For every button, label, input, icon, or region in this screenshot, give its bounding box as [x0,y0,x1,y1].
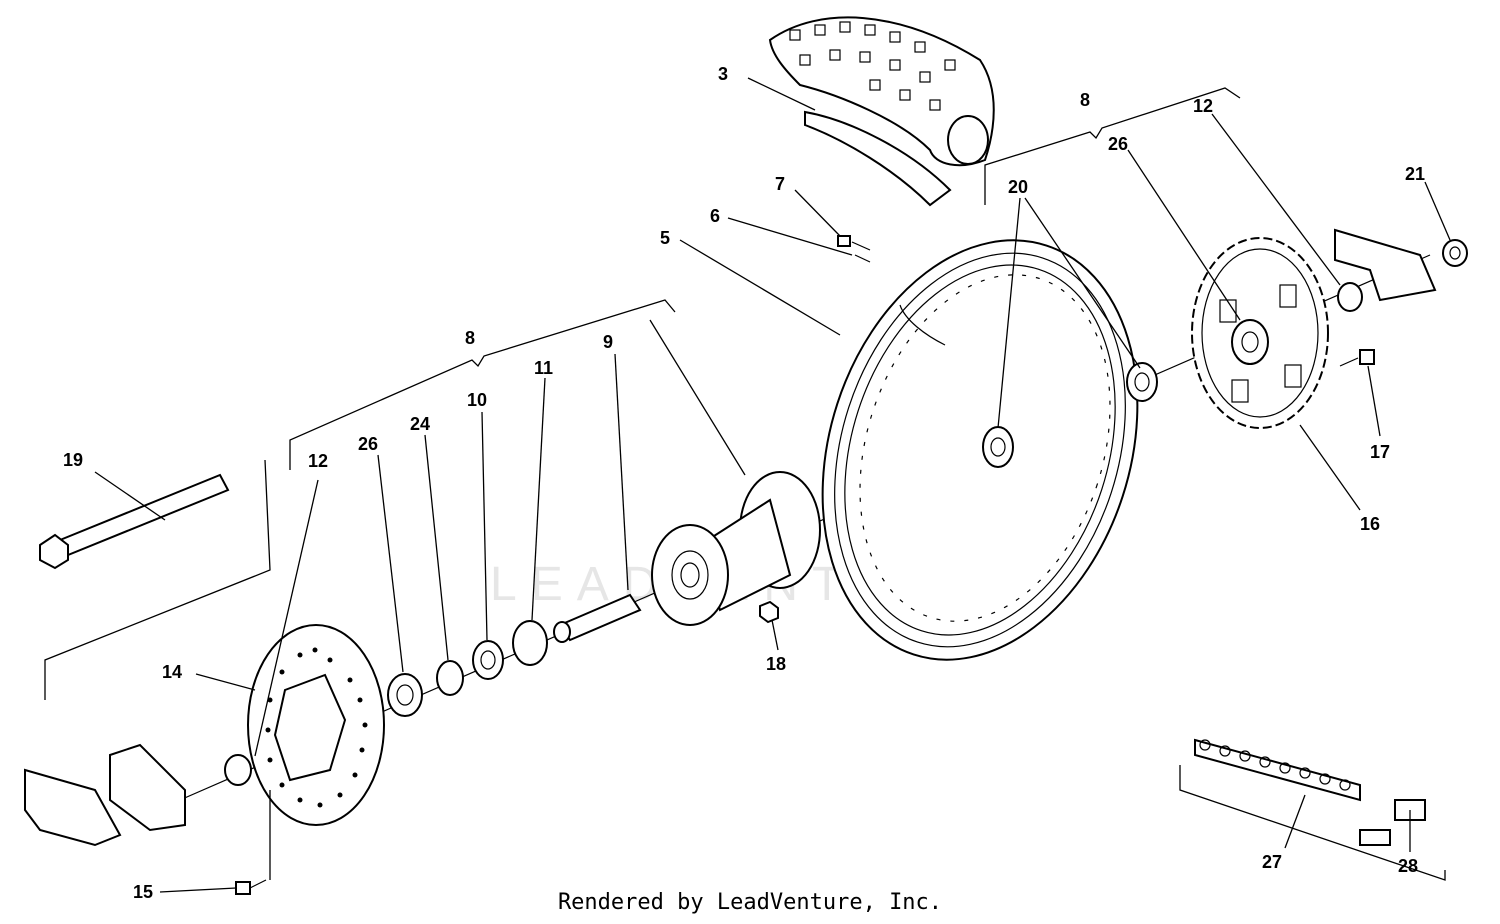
callout-7: 7 [775,174,785,194]
callout-26-left: 26 [358,434,378,454]
callout-8-left: 8 [465,328,475,348]
sprocket-bolt[interactable] [1339,349,1375,367]
sprocket[interactable] [1191,237,1329,429]
hub[interactable] [651,471,821,626]
callout-11: 11 [534,358,553,378]
callout-16: 16 [1360,514,1380,534]
callout-3: 3 [718,64,728,84]
callout-17: 17 [1370,442,1390,462]
hub-nut[interactable] [759,600,779,624]
axle[interactable] [39,473,230,570]
callout-10: 10 [467,390,487,410]
callout-19: 19 [63,450,83,470]
axle-nut[interactable] [1442,239,1468,267]
callout-27: 27 [1262,852,1282,872]
callout-21: 21 [1405,164,1425,184]
callout-24: 24 [410,414,430,434]
bracket-left-8 [289,299,676,470]
wheel-bearing-right[interactable] [982,426,1014,468]
wheel-bearing-outer[interactable] [1126,362,1158,402]
spoke[interactable] [854,254,946,346]
collar-left[interactable] [224,754,252,786]
oil-seal-left[interactable] [387,673,423,717]
callout-12-left: 12 [308,451,328,471]
spacer[interactable] [553,593,642,643]
callout-12-right: 12 [1193,96,1213,116]
drive-chain[interactable] [1194,738,1361,802]
bracket-chain [1179,765,1446,881]
rim[interactable] [771,199,1189,701]
callout-6: 6 [710,206,720,226]
callout-28: 28 [1398,856,1418,876]
callout-15: 15 [133,882,153,902]
bearing-left[interactable] [512,620,548,666]
leader-lines [94,77,1451,893]
tire[interactable] [768,16,995,207]
callout-18: 18 [766,654,786,674]
callout-9: 9 [603,332,613,352]
callout-8-right: 8 [1080,90,1090,110]
callout-20: 20 [1008,177,1028,197]
callout-5: 5 [660,228,670,248]
footer-credit: Rendered by LeadVenture, Inc. [557,890,943,915]
collar-right[interactable] [1337,282,1363,312]
bracket-axle [44,459,271,700]
spoke-nipple[interactable] [837,235,871,251]
bracket-right-8 [984,87,1241,205]
callout-26-right: 26 [1108,134,1128,154]
chain-adjuster-left[interactable] [24,743,186,847]
oil-seal-inner[interactable] [472,640,504,680]
brake-disc[interactable] [247,624,385,826]
chain-adjuster-right[interactable] [1334,228,1437,302]
callout-14: 14 [162,662,182,682]
chain-joint-link[interactable] [1359,799,1426,846]
circlip[interactable] [436,660,464,696]
